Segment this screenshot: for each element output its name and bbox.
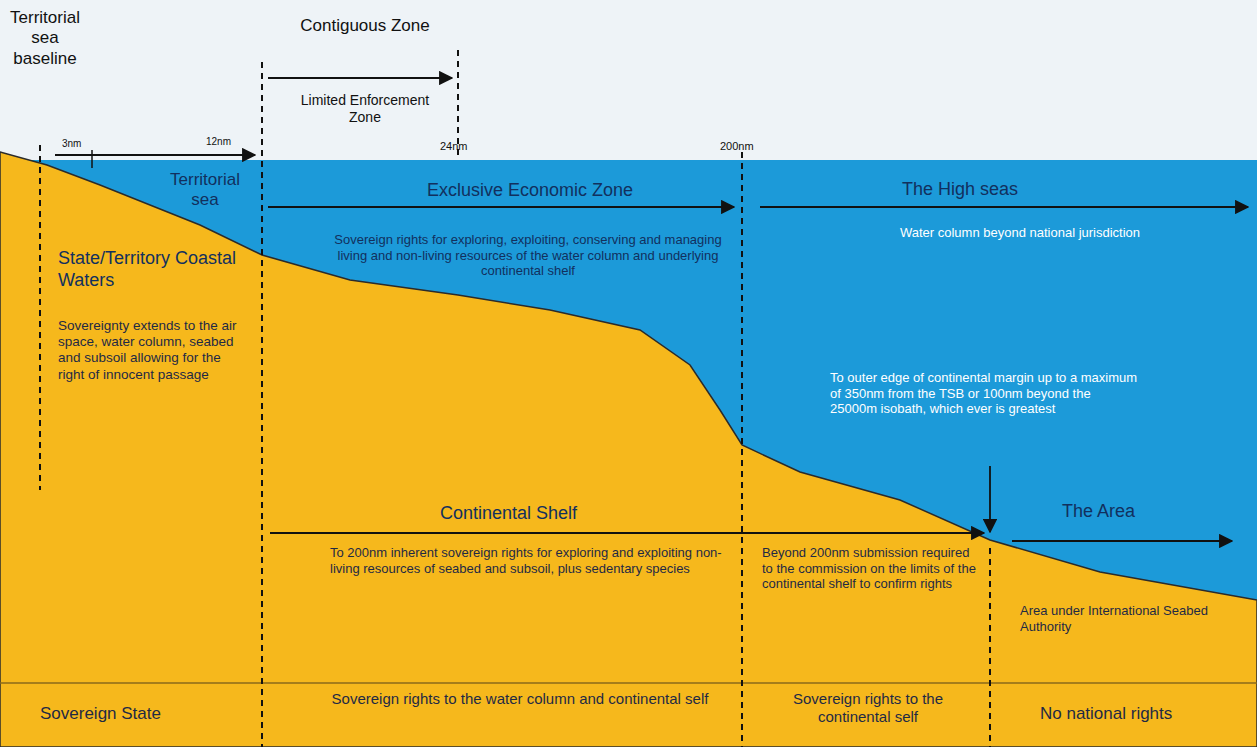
band-label: No national rights bbox=[1040, 704, 1240, 724]
baseline-title: Territorial sea baseline bbox=[2, 8, 88, 69]
band-label: Sovereign rights to the continental self bbox=[758, 690, 978, 726]
zone-note: Sovereignty extends to the air space, wa… bbox=[58, 318, 248, 383]
seabed-land bbox=[0, 152, 1257, 747]
zone-title: Continental Shelf bbox=[440, 503, 640, 525]
distance-mark: 200nm bbox=[720, 140, 770, 153]
distance-mark: 3nm bbox=[62, 138, 92, 150]
zone-note: Sovereign rights for exploring, exploiti… bbox=[322, 232, 734, 279]
band-label: Sovereign State bbox=[40, 704, 250, 724]
zone-title: Territorial sea bbox=[160, 170, 250, 211]
zone-title: State/Territory Coastal Waters bbox=[58, 248, 258, 291]
band-divider bbox=[0, 682, 1257, 684]
zone-note: Water column beyond national jurisdictio… bbox=[820, 225, 1220, 241]
band-label: Sovereign rights to the water column and… bbox=[320, 690, 720, 708]
zone-note: Beyond 200nm submission required to the … bbox=[762, 545, 977, 592]
distance-mark: 24nm bbox=[440, 140, 480, 153]
zone-arrows bbox=[55, 78, 1248, 541]
sky bbox=[0, 0, 1257, 160]
zone-note: Area under International Seabed Authorit… bbox=[1020, 603, 1235, 634]
zone-note: Limited Enforcement Zone bbox=[300, 92, 430, 126]
zone-title: The Area bbox=[1062, 501, 1182, 523]
zone-title: Contiguous Zone bbox=[290, 16, 440, 36]
zone-title: The High seas bbox=[860, 179, 1060, 201]
zone-note: To 200nm inherent sovereign rights for e… bbox=[330, 545, 730, 576]
zone-title: Exclusive Economic Zone bbox=[350, 180, 710, 202]
callout-note: To outer edge of continental margin up t… bbox=[830, 370, 1140, 417]
distance-mark: 12nm bbox=[206, 136, 246, 148]
tick-3nm bbox=[91, 150, 93, 168]
